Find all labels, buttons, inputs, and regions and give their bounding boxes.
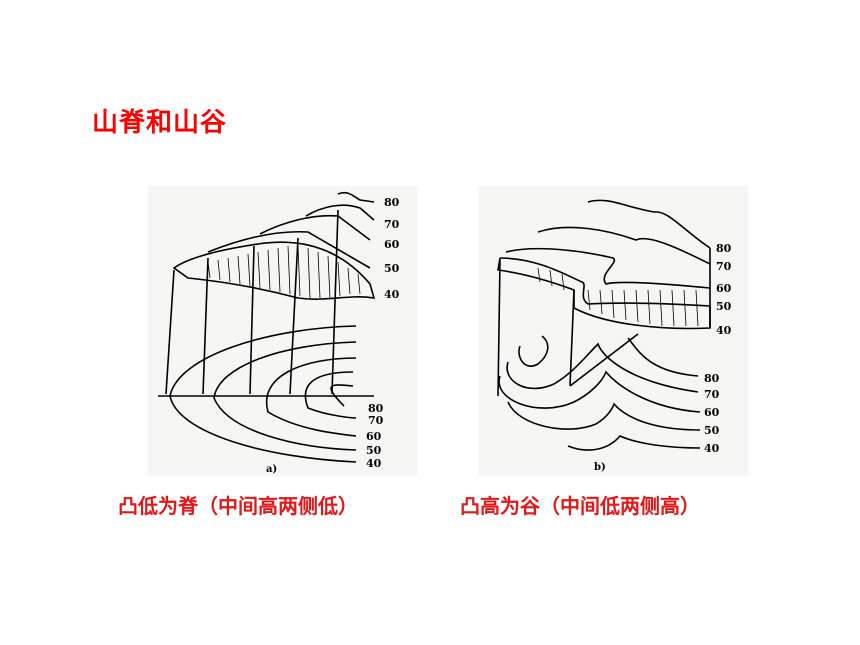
valley-map-contour-50 (507, 401, 701, 431)
ridge-sublabel: a) (266, 464, 277, 475)
valley-caption: 凸高为谷（中间低两侧高） (460, 494, 700, 518)
ridge-map-label-80: 80 (368, 402, 384, 415)
ridge-block-label-80: 80 (384, 196, 400, 209)
valley-map-contour-40 (567, 435, 701, 451)
ridge-figure: 80 70 60 50 40 80 70 60 50 40 a) (148, 186, 418, 476)
ridge-block-label-70: 70 (384, 218, 400, 231)
valley-block-label-40: 40 (716, 324, 732, 337)
ridge-map-label-70: 70 (368, 414, 384, 427)
valley-map-contour-80 (518, 335, 699, 377)
ridge-map-label-40: 40 (366, 457, 382, 470)
ridge-block-contour-60 (259, 214, 371, 241)
valley-sublabel: b) (594, 462, 606, 473)
valley-map-contour-70 (506, 342, 699, 393)
ridge-map-contour-70 (304, 371, 357, 419)
valley-diagram: 80 70 60 50 40 80 70 60 50 40 b) (497, 199, 732, 473)
valley-map-contour-60 (498, 370, 701, 413)
valley-block-label-80: 80 (716, 242, 732, 255)
valley-map-label-70: 70 (704, 388, 720, 401)
ridge-map-contour-50 (213, 341, 357, 451)
ridge-block-label-60: 60 (384, 238, 400, 251)
valley-map-label-60: 60 (704, 406, 720, 419)
ridge-block-contour-70 (305, 204, 375, 221)
ridge-block-contour-50 (207, 230, 371, 269)
valley-block-label-50: 50 (716, 300, 732, 313)
ridge-block-front (172, 241, 376, 300)
valley-map-label-80: 80 (704, 372, 720, 385)
ridge-diagram: 80 70 60 50 40 80 70 60 50 40 a) (158, 191, 400, 475)
valley-block-contour-80 (587, 199, 711, 249)
ridge-map-contour-80 (330, 384, 354, 407)
valley-block-front (497, 257, 711, 330)
valley-map-label-40: 40 (704, 442, 720, 455)
valley-map-label-50: 50 (704, 424, 720, 437)
ridge-map-contour-40 (169, 325, 357, 463)
ridge-caption: 凸低为脊（中间高两侧低） (118, 494, 358, 518)
ridge-map-label-60: 60 (366, 430, 382, 443)
valley-block-contour-70 (537, 226, 711, 265)
valley-figure: 80 70 60 50 40 80 70 60 50 40 b) (478, 186, 748, 476)
valley-block-contour-50 (499, 257, 711, 307)
valley-block-label-60: 60 (716, 282, 732, 295)
page-title: 山脊和山谷 (92, 108, 228, 138)
valley-block-label-70: 70 (716, 260, 732, 273)
ridge-block-label-50: 50 (384, 262, 400, 275)
valley-block-contour-60 (505, 247, 711, 289)
ridge-map-contour-60 (265, 357, 357, 437)
ridge-block-label-40: 40 (384, 288, 400, 301)
ridge-map-label-50: 50 (366, 444, 382, 457)
ridge-block-contour-80 (337, 191, 375, 203)
